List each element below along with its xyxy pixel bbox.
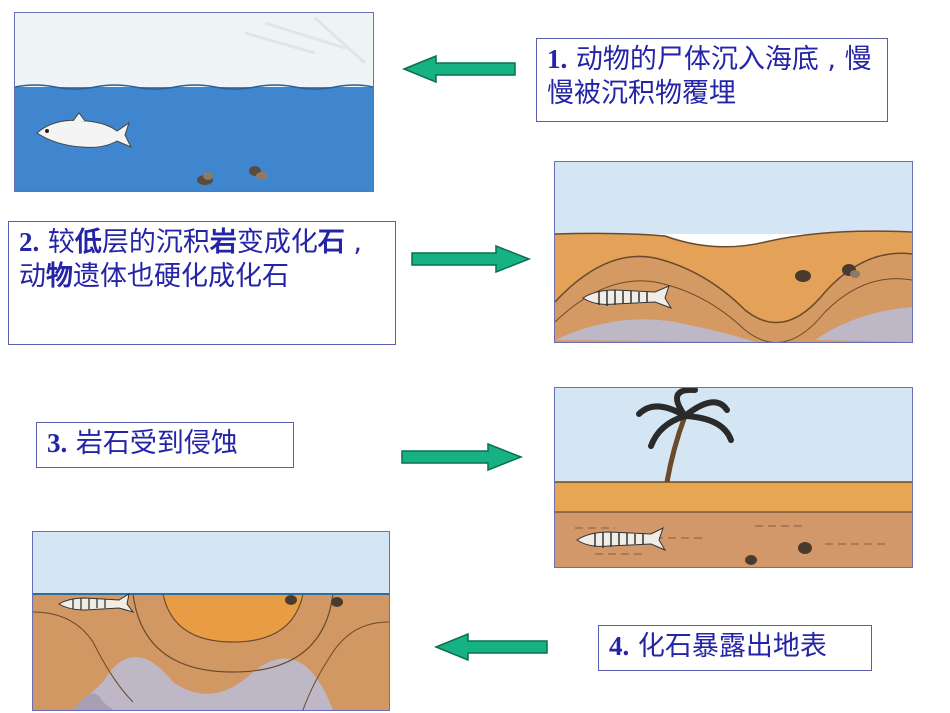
step-text: 化石暴露出地表 [637, 631, 827, 662]
shell-icon [197, 166, 268, 185]
arrow-left-icon [434, 632, 550, 662]
step-text: 遗体也硬化成化石 [73, 261, 289, 292]
step-3-label: 3. 岩石受到侵蚀 [36, 422, 294, 468]
panel-sediment-layers [554, 161, 913, 343]
arrow-left-icon [402, 54, 518, 84]
shell-icon [795, 264, 860, 282]
fish-fossil-icon [582, 285, 673, 309]
step-text-bold: 岩 [209, 227, 237, 258]
shell-icon [285, 595, 343, 607]
step-text-bold: 物 [46, 261, 73, 292]
palm-tree-icon [636, 388, 734, 483]
step-1-label: 1. 动物的尸体沉入海底 , 慢慢被沉积物覆埋 [536, 38, 888, 122]
step-text-bold: 低 [74, 227, 102, 258]
arrow-right-icon [410, 244, 532, 274]
panel-sea-burial [14, 12, 374, 192]
panel-erosion [554, 387, 913, 568]
fish-fossil-icon [58, 592, 135, 613]
arrow-right-icon [400, 442, 524, 472]
step-text: 岩石受到侵蚀 [75, 428, 238, 459]
panel-fossil-exposed [32, 531, 390, 711]
step-text: 动物的尸体沉入海底 , 慢慢被沉积物覆埋 [547, 44, 872, 109]
fish-icon [36, 112, 133, 148]
step-4-label: 4. 化石暴露出地表 [598, 625, 872, 671]
fish-fossil-icon [576, 527, 667, 552]
step-text: 变成化 [236, 227, 318, 258]
step-text-bold: 石 [317, 227, 345, 258]
step-2-label: 2. 较低层的沉积岩变成化石 , 动物遗体也硬化成化石 [8, 221, 396, 345]
step-number: 1. [547, 44, 568, 74]
step-text: 较 [47, 227, 75, 258]
shell-icon [745, 542, 812, 565]
step-text: 层的沉积 [101, 227, 210, 258]
step-number: 2. [19, 227, 40, 257]
step-number: 4. [609, 631, 630, 661]
step-number: 3. [47, 428, 68, 458]
step-text: , 动 [19, 227, 363, 292]
